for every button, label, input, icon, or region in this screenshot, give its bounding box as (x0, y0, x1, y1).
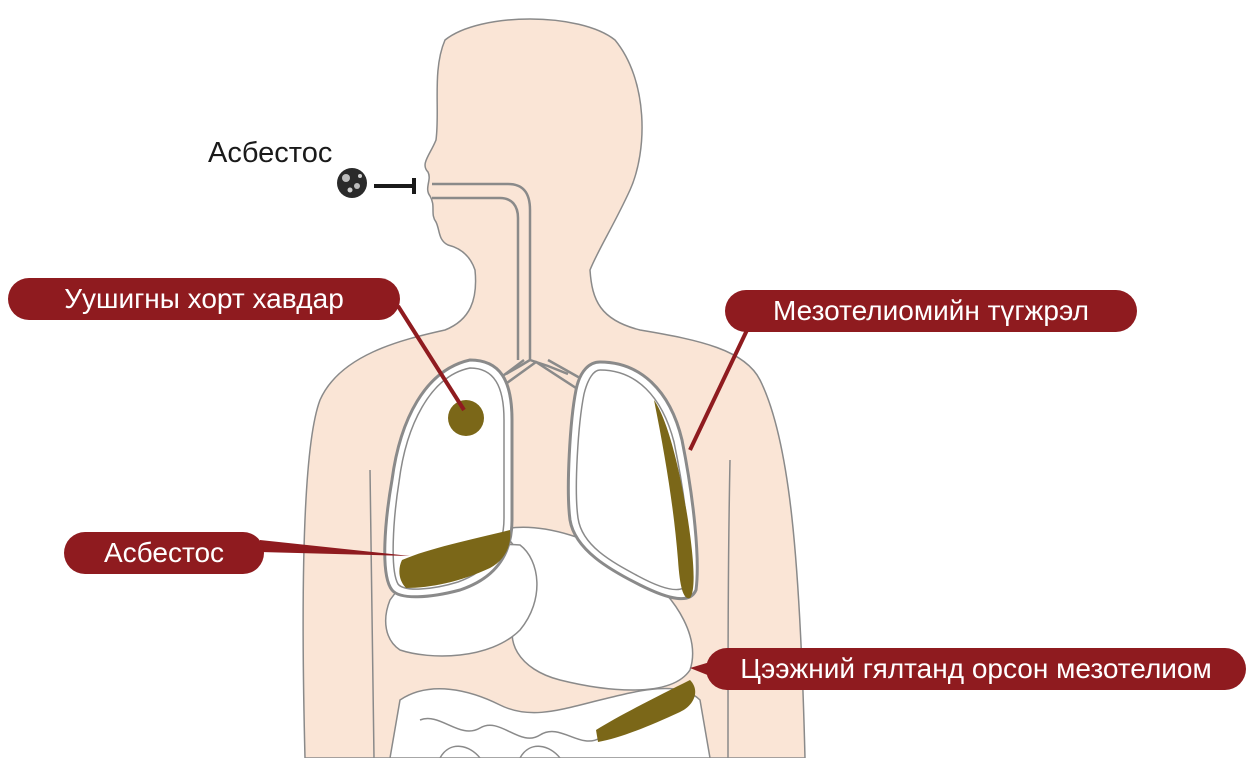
asbestos-deposit-label: Асбестос (64, 532, 264, 574)
peritoneal-mesothelioma-label: Цээжний гялтанд орсон мезотелиом (706, 648, 1246, 690)
asbestos-intake-label: Асбестос (208, 136, 332, 170)
tumor-spot (448, 400, 484, 436)
asbestos-particle-icon (337, 168, 367, 198)
lung-cancer-label: Уушигны хорт хавдар (8, 278, 400, 320)
mesothelioma-label: Мезотелиомийн түгжрэл (725, 290, 1137, 332)
